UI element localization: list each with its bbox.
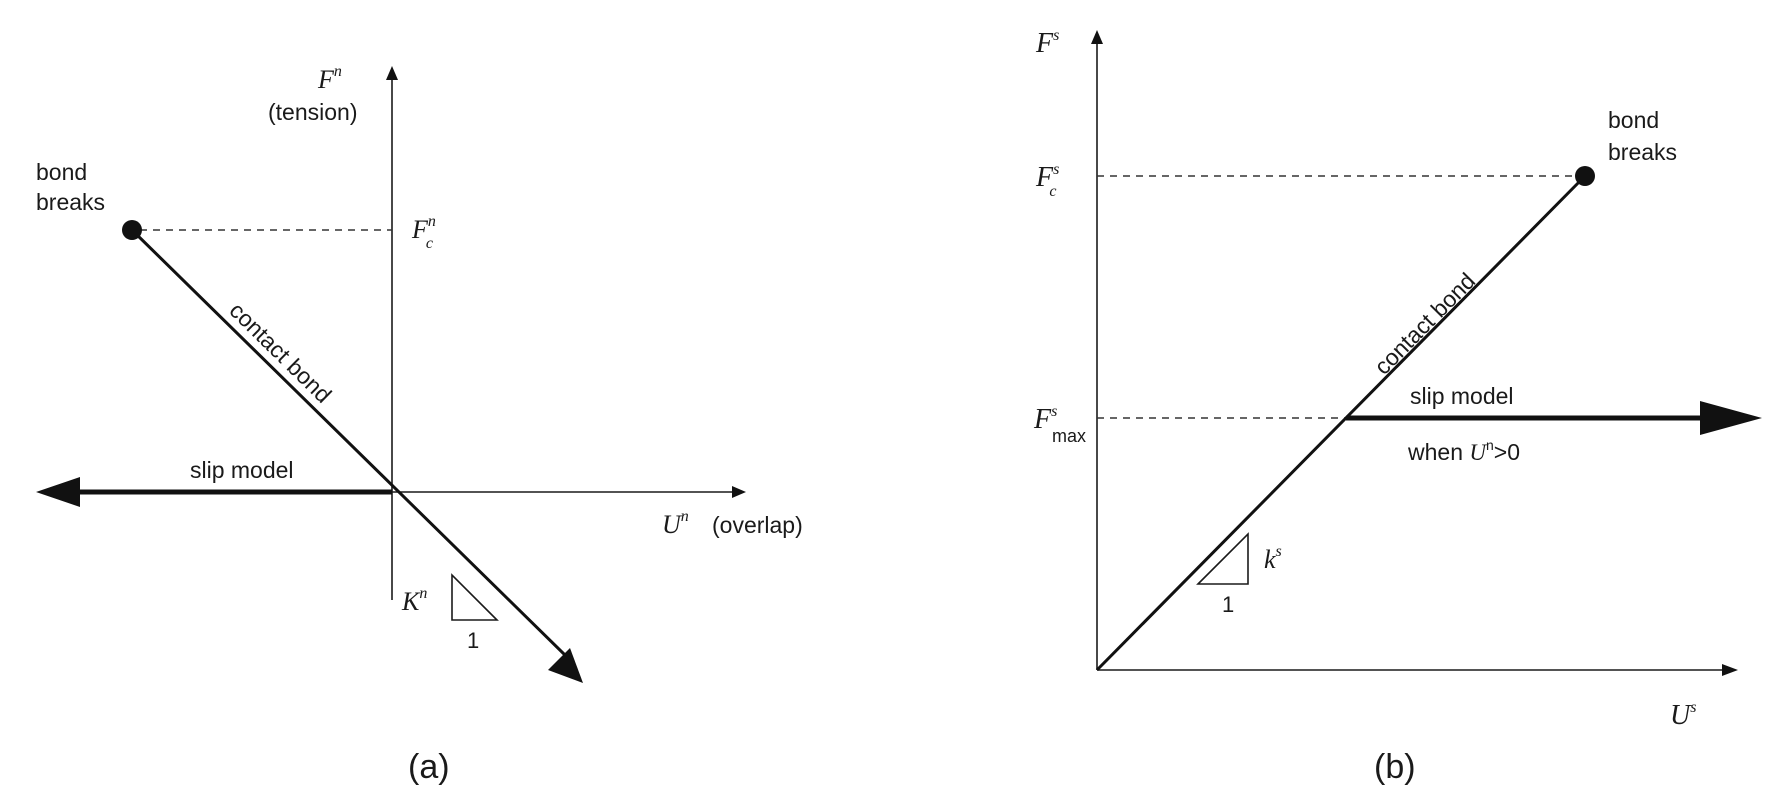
panel-a-y-axis-arrowhead: [386, 66, 398, 80]
panel-b-slip-condition-label: when Un>0: [1407, 437, 1520, 465]
panel-a-bond-breaks-line2: breaks: [36, 189, 105, 215]
panel-b-slope-triangle: [1196, 532, 1249, 585]
panel-a-bond-break-point: [122, 220, 142, 240]
panel-b-x-axis-label: Us: [1670, 699, 1696, 731]
panel-b-y-axis-label: Fs: [1035, 27, 1059, 59]
panel-a-stiffness-label: Kn: [401, 585, 427, 616]
panel-a-contact-bond-line: [130, 228, 568, 658]
panel-a-slope-triangle: [451, 573, 499, 621]
panel-a-slip-model-label: slip model: [190, 457, 294, 483]
panel-b-bond-breaks-line1: bond: [1608, 107, 1659, 133]
panel-b-y-axis-arrowhead: [1091, 30, 1103, 44]
panel-a-bond-breaks-line1: bond: [36, 159, 87, 185]
panel-b-slip-arrowhead: [1700, 401, 1762, 435]
panel-b-contact-bond-line: [1095, 174, 1587, 672]
panel-b-bond-break-point: [1575, 166, 1595, 186]
panel-b-x-axis-arrowhead: [1722, 664, 1738, 676]
panel-b-stiffness-label: ks: [1264, 543, 1282, 574]
panel-b-caption: (b): [1374, 748, 1416, 786]
panel-b-fmax-subscript: max: [1052, 426, 1086, 446]
panel-b-bond-breaks-line2: breaks: [1608, 139, 1677, 165]
panel-a-contact-bond-label: contact bond: [224, 297, 336, 408]
panel-a-slope-one: 1: [467, 628, 479, 653]
panel-a-slip-arrowhead: [36, 477, 80, 507]
panel-a-x-axis-arrowhead: [732, 486, 746, 498]
panel-a-x-axis-note: (overlap): [712, 512, 803, 538]
panel-a-compression-arrowhead: [548, 648, 583, 683]
panel-a-y-axis-note: (tension): [268, 99, 357, 125]
panel-b-slope-one: 1: [1222, 592, 1234, 617]
panel-a-y-axis-label: Fn: [317, 63, 342, 94]
panel-b-slip-model-label: slip model: [1410, 383, 1514, 409]
panel-b-contact-bond-label: contact bond: [1369, 268, 1480, 380]
panel-b-fmax-label: Fs: [1033, 403, 1057, 435]
panel-a-caption: (a): [408, 748, 450, 786]
panel-a-x-axis-label: Un: [662, 508, 689, 539]
